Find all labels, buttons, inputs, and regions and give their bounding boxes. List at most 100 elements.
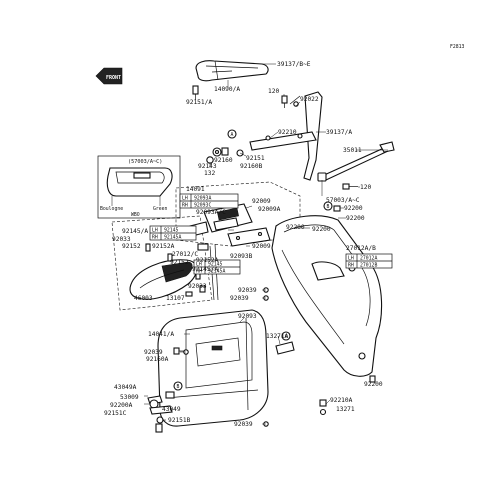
label-92152A: 92152A <box>152 243 175 250</box>
label-92093B: 92093B <box>230 253 253 260</box>
label-92039d: 92039 <box>234 421 253 428</box>
label-92200A: 92200A <box>110 402 133 409</box>
svg-text:92093C: 92093C <box>194 203 211 209</box>
label-27012C: 27012/C <box>172 251 198 258</box>
stay-bar <box>317 141 395 182</box>
inset-code: WBO <box>131 212 140 218</box>
label-92009b: 92009 <box>252 243 271 250</box>
svg-text:92145A: 92145A <box>164 235 181 241</box>
label-92093: 92093 <box>238 313 257 320</box>
bolt-120-right <box>342 183 358 190</box>
svg-text:92145: 92145 <box>208 262 223 268</box>
label-92143: 92143 <box>198 163 217 170</box>
bolt-120-top <box>281 95 288 108</box>
label-92039b: 92039 <box>230 295 249 302</box>
label-92093AC: 92093A/C <box>196 209 226 216</box>
part-labels: 39137/B~E 14090/A 120 92151/A 92022 9221… <box>104 61 383 428</box>
label-92033b: 92033 <box>188 283 207 290</box>
tail-lens <box>129 259 198 300</box>
bolt-92200-bottom <box>369 375 376 383</box>
label-92151A: 92151/A <box>186 99 212 106</box>
svg-text:LH: LH <box>182 196 188 202</box>
bolt-92210A <box>319 399 327 416</box>
svg-text:92145A: 92145A <box>208 269 225 275</box>
label-92160B: 92160B <box>240 163 263 170</box>
front-label: FRONT <box>106 75 121 81</box>
label-92210A: 92210A <box>330 397 353 404</box>
svg-text:B: B <box>177 384 180 390</box>
label-14041A: 14041/A <box>148 331 174 338</box>
lens-screws <box>145 243 206 297</box>
label-27012A: 27012A/B <box>346 245 376 252</box>
diagram-id: F2813 <box>450 44 465 50</box>
leader-lines <box>144 63 388 425</box>
label-43049A: 43049A <box>114 384 137 391</box>
svg-text:92093A: 92093A <box>194 196 211 202</box>
callout-b-top <box>323 201 333 211</box>
svg-text:27012B: 27012B <box>360 263 377 269</box>
label-92022: 92022 <box>300 96 319 103</box>
svg-text:LH: LH <box>196 262 202 268</box>
label-53009: 53009 <box>120 394 139 401</box>
lhrh-table-4: LH RH 27012A 27012B <box>345 253 393 269</box>
label-92009A: 92009A <box>258 206 281 213</box>
label-92200a: 92200 <box>344 205 363 212</box>
hinge-plate <box>227 227 271 247</box>
callout-a-mid <box>281 331 291 341</box>
label-92151B: 92151B <box>168 417 191 424</box>
lhrh-table-1: LH RH 92093A 92093C <box>179 193 239 209</box>
label-13107: 13107 <box>166 295 185 302</box>
label-120b: 120 <box>360 184 371 191</box>
washer-stack <box>206 147 244 164</box>
svg-text:RH: RH <box>182 203 188 209</box>
svg-text:RH: RH <box>196 269 202 275</box>
grab-rail <box>195 60 269 82</box>
label-92033a: 92033 <box>112 236 131 243</box>
label-35011: 35011 <box>343 147 362 154</box>
label-43049: 43049 <box>162 406 181 413</box>
label-92151C: 92151C <box>104 410 127 417</box>
svg-text:A: A <box>285 334 288 340</box>
callout-b-bottom <box>173 381 183 391</box>
lhrh-table-3: LH RH 92145 92145A <box>193 259 241 275</box>
inset-color-left: Boulogne <box>100 206 123 212</box>
label-92151: 92151 <box>246 155 265 162</box>
label-39137B: 39137/B~E <box>277 61 311 68</box>
label-14091: 14091 <box>186 186 205 193</box>
lhrh-table-2: LH RH 92145 92145A <box>149 225 197 241</box>
saddlebag-left <box>157 309 269 427</box>
lens-assembly-outline <box>111 215 213 311</box>
inset-color-right: Green <box>153 206 168 212</box>
label-92152A2: 92152A <box>196 257 219 264</box>
label-92009: 92009 <box>252 198 271 205</box>
label-92039c: 92039 <box>144 349 163 356</box>
pad-13271A <box>275 341 295 355</box>
svg-text:LH: LH <box>348 256 354 262</box>
front-arrow-icon: FRONT <box>95 67 123 85</box>
label-39137A: 39137/A <box>326 129 352 136</box>
callout-a-top <box>227 129 237 139</box>
label-92200d: 92200 <box>346 215 365 222</box>
label-92200b: 92200 <box>312 226 331 233</box>
svg-text:B: B <box>327 204 330 210</box>
label-13271A: 13271A <box>266 333 289 340</box>
bolt-92151A <box>192 85 199 100</box>
label-46003: 46003 <box>134 295 153 302</box>
label-92039a: 92039 <box>238 287 257 294</box>
label-92152a: 92152 <box>122 243 141 250</box>
carrier-bracket <box>249 91 323 181</box>
label-92145A2: 92145/A <box>192 266 218 273</box>
label-57003AC: 57003/A~C <box>326 197 360 204</box>
lid-latch-plate <box>203 203 253 233</box>
label-92200e: 92200 <box>364 381 383 388</box>
label-92160A: 92160A <box>146 356 169 363</box>
inset-title: (57003/A~C) <box>128 159 162 165</box>
label-132: 132 <box>204 170 215 177</box>
mount-bracket-bottom <box>147 391 175 433</box>
color-inset: (57003/A~C) Boulogne Green WBO <box>97 155 181 219</box>
svg-text:RH: RH <box>152 235 158 241</box>
svg-text:LH: LH <box>152 228 158 234</box>
callout-a-top-text: A <box>231 132 234 138</box>
svg-text:92145: 92145 <box>164 228 179 234</box>
